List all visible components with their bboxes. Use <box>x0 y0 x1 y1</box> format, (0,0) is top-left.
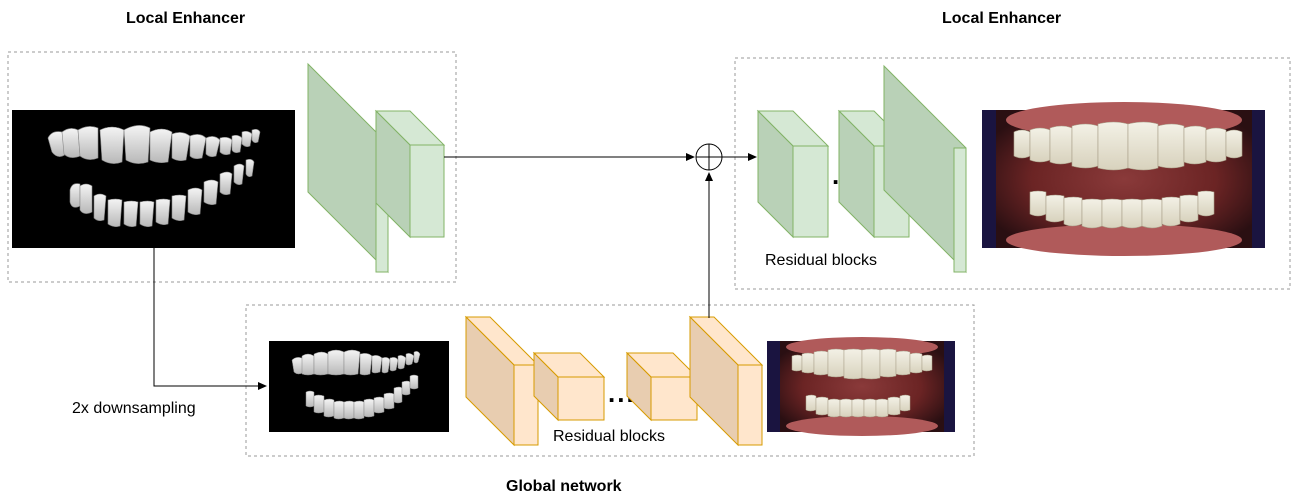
downsampling-label: 2x downsampling <box>72 400 196 417</box>
global-residual-block-1 <box>532 351 606 422</box>
teeth-3d-render-downsampled-image <box>269 341 449 432</box>
right-enhancer-conv-block-large <box>883 64 967 274</box>
right-module-title: Local Enhancer <box>942 10 1062 27</box>
teeth-photo-output-image <box>982 102 1265 256</box>
left-module-title: Local Enhancer <box>126 10 246 27</box>
left-local-enhancer-frame <box>7 51 457 283</box>
global-residual-block-2 <box>625 351 699 422</box>
teeth-3d-render-image <box>12 110 295 248</box>
residual-blocks-label-bottom: Residual blocks <box>553 428 666 445</box>
residual-blocks-label-top: Residual blocks <box>765 252 878 269</box>
global-conv-block-large-right <box>688 315 764 447</box>
teeth-photo-output-downsampled-image <box>767 337 955 436</box>
right-enhancer-residual-block-1 <box>756 109 830 239</box>
global-conv-block-large-left <box>464 315 540 447</box>
bottom-module-title: Global network <box>506 478 622 495</box>
arrow-downsampling <box>153 248 267 390</box>
global-network-frame <box>245 304 975 457</box>
element-wise-sum-node <box>695 143 723 171</box>
left-enhancer-conv-block-small <box>374 109 446 239</box>
right-local-enhancer-frame <box>734 57 1291 290</box>
